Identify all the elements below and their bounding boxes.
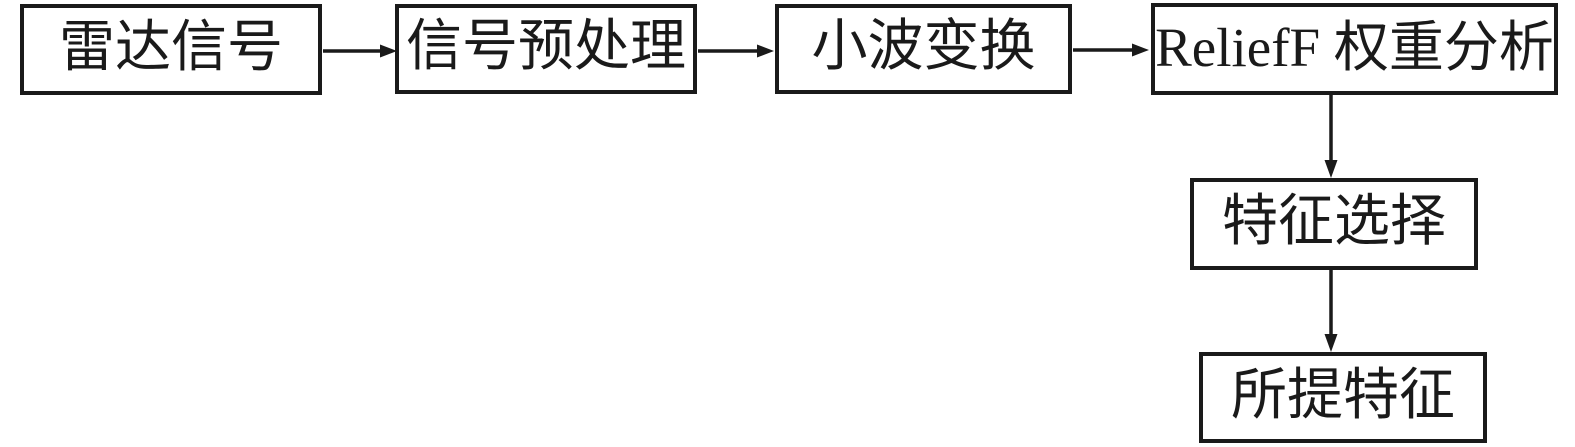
node-feature-selection-label: 特征选择: [1222, 191, 1446, 253]
arrow-relieff-to-feature-selection: [1324, 94, 1338, 178]
node-signal-preprocessing: 信号预处理: [395, 4, 697, 94]
arrow-feature-selection-to-extracted: [1324, 269, 1338, 352]
node-wavelet-transform-label: 小波变换: [811, 16, 1036, 78]
node-feature-selection: 特征选择: [1190, 178, 1478, 270]
node-wavelet-transform: 小波变换: [775, 4, 1072, 94]
node-extracted-features: 所提特征: [1199, 352, 1487, 443]
arrow-radar-to-preprocessing: [323, 44, 397, 58]
node-radar-signal-label: 雷达信号: [59, 16, 283, 79]
node-relieff-weight-analysis: ReliefF 权重分析: [1151, 3, 1558, 95]
node-relieff-weight-analysis-label: ReliefF 权重分析: [1155, 16, 1554, 78]
node-radar-signal: 雷达信号: [20, 4, 322, 95]
node-signal-preprocessing-label: 信号预处理: [406, 16, 686, 78]
arrow-preprocessing-to-wavelet: [698, 44, 774, 58]
node-extracted-features-label: 所提特征: [1231, 364, 1455, 427]
arrow-wavelet-to-relieff: [1073, 43, 1149, 57]
